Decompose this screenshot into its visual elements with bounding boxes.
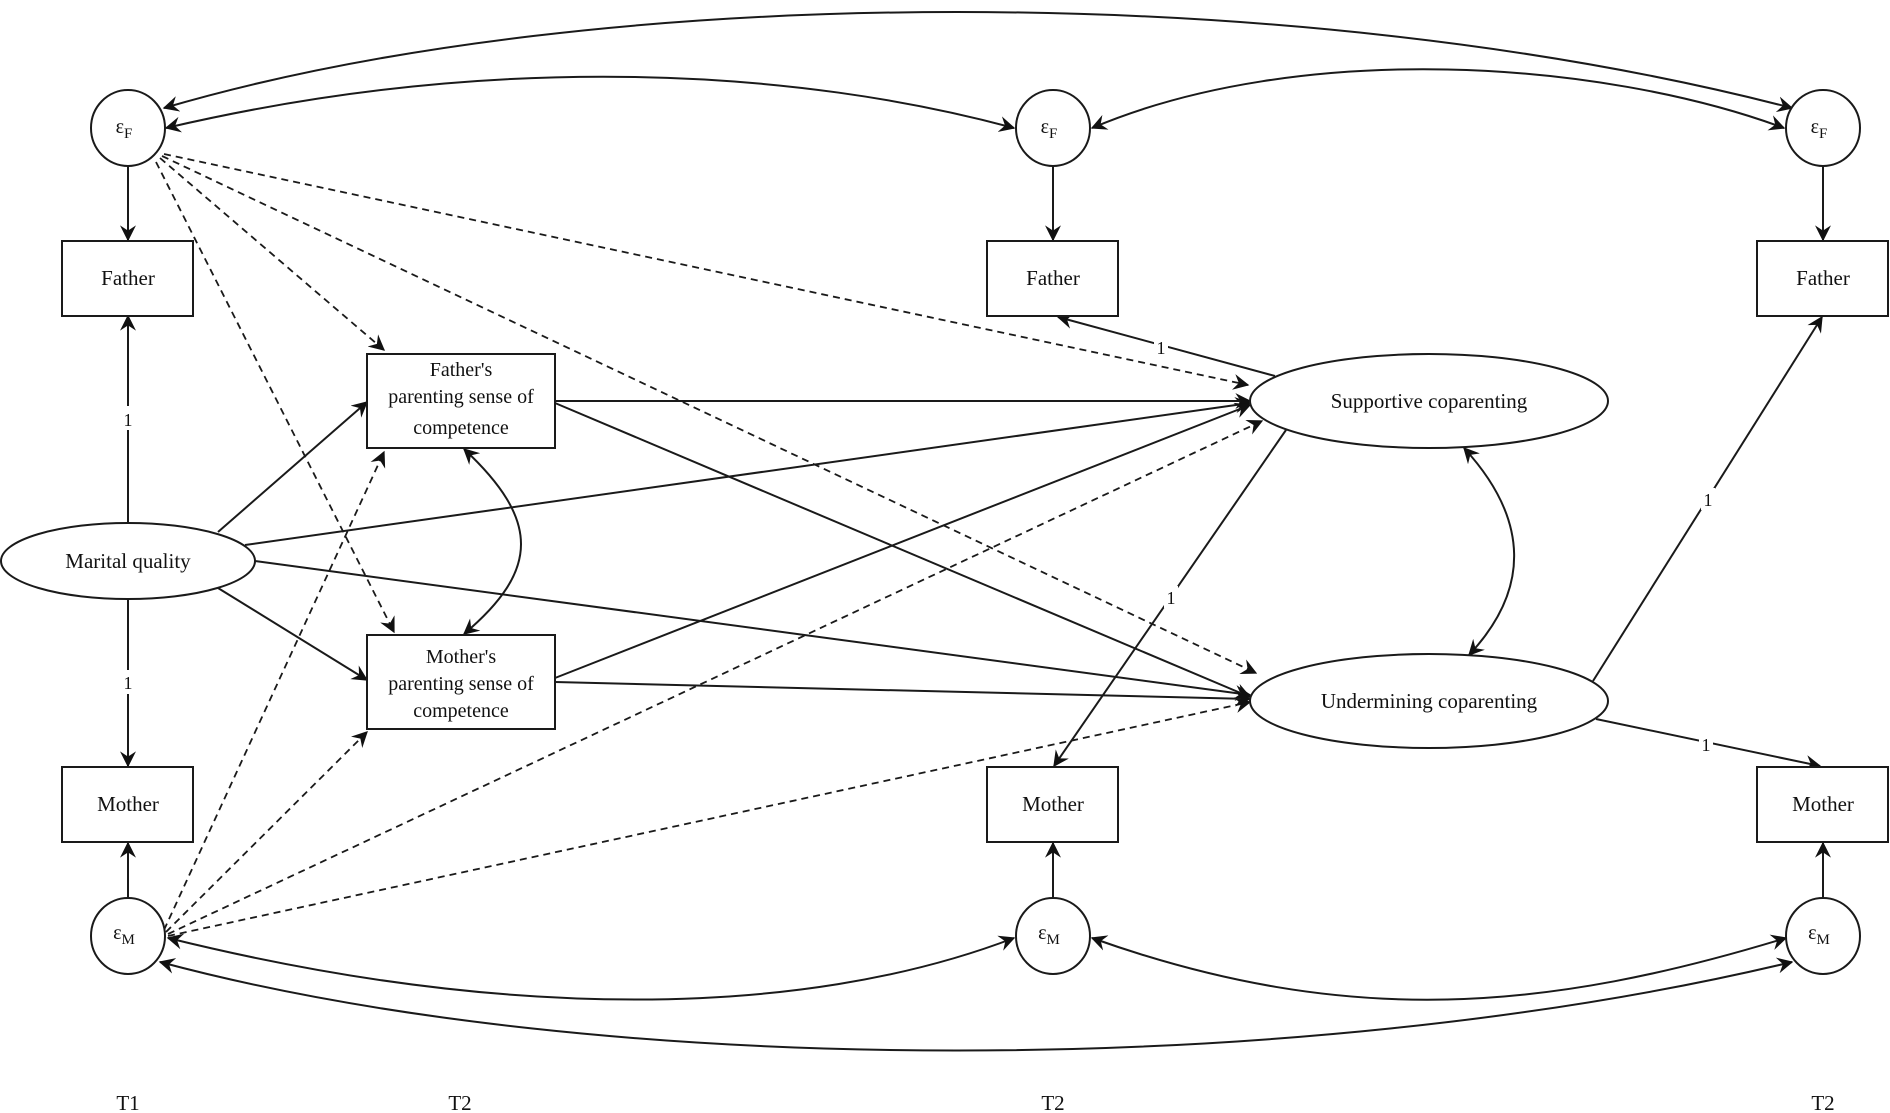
path-marital-to-supportive [244, 397, 1252, 546]
loading-label: 1 [124, 410, 133, 430]
cov-epsM-t1-epsM-right [158, 957, 1794, 1052]
path-marital-to-undermining [254, 560, 1252, 701]
node-father-t2-mid: Father [986, 240, 1119, 317]
dashed-epsF-to-supportive [163, 153, 1250, 390]
svg-text:parenting sense of: parenting sense of [388, 673, 534, 695]
svg-text:Mother's: Mother's [426, 646, 496, 668]
svg-text:εM: εM [113, 922, 135, 948]
path-mother-psoc-to-undermining [554, 681, 1252, 707]
dashed-epsM-to-supportive [167, 419, 1264, 935]
loading-label: 1 [1704, 490, 1713, 510]
dashed-epsF-to-undermining [161, 155, 1258, 674]
node-undermining-coparenting: Undermining coparenting [1249, 653, 1609, 749]
node-mother-t2-mid: Mother [986, 766, 1119, 843]
svg-text:Father: Father [1026, 266, 1080, 290]
node-mother-t1: Mother [61, 766, 194, 843]
dashed-paths-epsM-t1 [163, 419, 1264, 937]
time-label-t2: T2 [1811, 1091, 1834, 1113]
node-father-t2-right: Father [1756, 240, 1889, 317]
dashed-epsM-to-father-psoc [163, 450, 386, 931]
error-covariances-father [162, 11, 1794, 133]
svg-text:Mother: Mother [97, 792, 159, 816]
dashed-epsM-to-mother-psoc [165, 731, 368, 933]
node-father-psoc: Father's parenting sense of competence [366, 353, 556, 449]
loading-label: 1 [1167, 588, 1176, 608]
loading-label: 1 [1702, 735, 1711, 755]
svg-text:competence: competence [413, 417, 509, 439]
svg-text:Father: Father [1796, 266, 1850, 290]
node-mother-psoc: Mother's parenting sense of competence [366, 634, 556, 730]
node-marital-quality: Marital quality [0, 522, 256, 600]
path-father-psoc-to-undermining [554, 402, 1252, 699]
node-eps-f-mid: εF [1015, 89, 1091, 167]
factor-loadings: 1 1 1 1 1 1 [120, 313, 1823, 771]
time-label-t1: T1 [116, 1091, 139, 1113]
svg-text:Undermining coparenting: Undermining coparenting [1321, 689, 1538, 713]
cov-epsF-t1-epsF-right [162, 11, 1794, 113]
cov-epsF-mid-epsF-right [1090, 68, 1786, 131]
svg-text:εF: εF [1811, 116, 1828, 142]
svg-text:parenting sense of: parenting sense of [388, 386, 534, 408]
svg-text:εM: εM [1808, 922, 1830, 948]
node-eps-m-right: εM [1785, 897, 1861, 975]
node-eps-m-mid: εM [1015, 897, 1091, 975]
time-labels: T1 T2 T2 T2 [116, 1091, 1834, 1113]
svg-text:Father's: Father's [430, 359, 493, 381]
loading-label: 1 [124, 673, 133, 693]
cov-epsF-t1-epsF-mid [164, 75, 1016, 133]
path-marital-to-father-psoc [217, 401, 369, 533]
svg-text:εF: εF [1041, 116, 1058, 142]
node-eps-f-right: εF [1785, 89, 1861, 167]
time-label-t2: T2 [448, 1091, 471, 1113]
error-arrows [120, 166, 1831, 898]
svg-text:competence: competence [413, 700, 509, 722]
node-eps-f-t1: εF [90, 89, 166, 167]
node-eps-m-t1: εM [90, 897, 166, 975]
dashed-paths-epsF-t1 [155, 153, 1258, 674]
svg-text:Father: Father [101, 266, 155, 290]
cov-epsM-t1-epsM-mid [166, 933, 1016, 1001]
svg-text:εF: εF [116, 116, 133, 142]
structural-paths [217, 393, 1252, 707]
svg-text:Marital quality: Marital quality [65, 549, 191, 573]
svg-text:εM: εM [1038, 922, 1060, 948]
cov-supportive-undermining [1463, 447, 1516, 656]
svg-text:Supportive coparenting: Supportive coparenting [1331, 389, 1528, 413]
path-mother-psoc-to-supportive [554, 402, 1252, 679]
path-marital-to-mother-psoc [217, 587, 369, 681]
time-label-t2: T2 [1041, 1091, 1064, 1113]
cov-father-psoc-mother-psoc [462, 448, 522, 635]
dashed-epsF-to-father-psoc [159, 157, 386, 351]
dashed-epsM-to-undermining [167, 697, 1252, 937]
svg-text:Mother: Mother [1022, 792, 1084, 816]
error-covariances-mother [158, 933, 1794, 1052]
cov-epsM-mid-epsM-right [1090, 934, 1788, 1001]
node-supportive-coparenting: Supportive coparenting [1249, 353, 1609, 449]
node-father-t1: Father [61, 240, 194, 317]
loading-label: 1 [1157, 338, 1166, 358]
svg-text:Mother: Mother [1792, 792, 1854, 816]
node-mother-t2-right: Mother [1756, 766, 1889, 843]
dashed-epsF-to-mother-psoc [155, 161, 395, 634]
